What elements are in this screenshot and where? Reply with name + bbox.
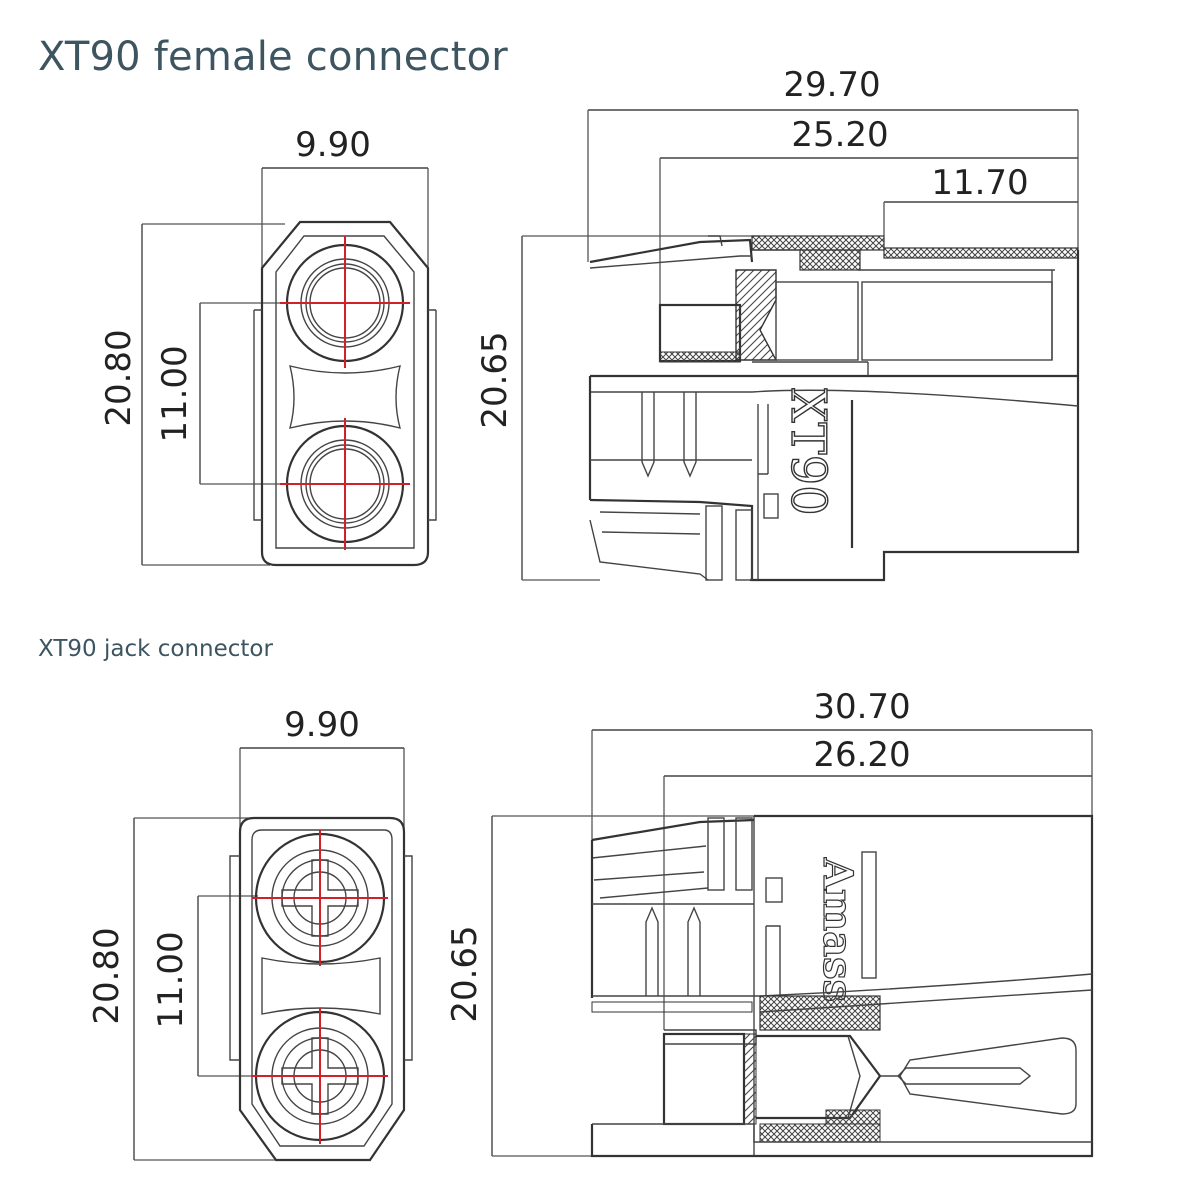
- female-body-marking: XT90: [780, 388, 836, 515]
- jack-top-pin: [252, 830, 388, 966]
- female-side-height-label: 20.65: [475, 331, 515, 428]
- female-front-width-dimension: 9.90: [261, 125, 429, 300]
- female-side-length3-dimension: 11.70: [883, 163, 1078, 236]
- female-front-pitch-dimension: 11.00: [155, 302, 300, 485]
- female-side-total-length-label: 29.70: [783, 65, 880, 105]
- jack-side-total-length-label: 30.70: [813, 687, 910, 727]
- female-section-title: XT90 female connector: [38, 34, 508, 80]
- jack-front-width-label: 9.90: [284, 705, 360, 745]
- jack-side-length2-dimension: 26.20: [663, 735, 1092, 1030]
- female-top-socket: [280, 236, 410, 368]
- female-front-view: 9.90 20.80 11.00: [99, 125, 437, 567]
- female-bottom-socket: [280, 418, 410, 550]
- female-front-height-label: 20.80: [99, 329, 139, 426]
- jack-side-height-label: 20.65: [445, 925, 485, 1022]
- jack-side-height-dimension: 20.65: [445, 815, 760, 1157]
- female-side-height-dimension: 20.65: [475, 235, 760, 581]
- jack-front-pitch-label: 11.00: [151, 931, 191, 1028]
- jack-front-height-label: 20.80: [87, 927, 127, 1024]
- jack-bottom-pin: [252, 1008, 388, 1144]
- jack-body-marking: Amass: [814, 857, 861, 1002]
- jack-side-view: 30.70 26.20 20.65 Amass: [445, 687, 1094, 1158]
- female-side-length3-label: 11.70: [931, 163, 1028, 203]
- jack-front-width-dimension: 9.90: [239, 705, 405, 880]
- jack-front-view: 9.90 20.80 11.00: [87, 705, 413, 1162]
- jack-front-pitch-dimension: 11.00: [151, 895, 258, 1077]
- female-side-total-length-dimension: 29.70: [587, 65, 1079, 262]
- jack-side-total-length-dimension: 30.70: [591, 687, 1093, 840]
- female-side-length2-dimension: 25.20: [659, 115, 1078, 305]
- jack-front-height-dimension: 20.80: [87, 817, 290, 1161]
- jack-section-title: XT90 jack connector: [38, 636, 273, 662]
- female-front-width-label: 9.90: [295, 125, 371, 165]
- female-side-length2-label: 25.20: [791, 115, 888, 155]
- female-side-view: 29.70 25.20 11.70 20.65: [475, 65, 1080, 582]
- female-front-height-dimension: 20.80: [99, 223, 285, 566]
- jack-side-length2-label: 26.20: [813, 735, 910, 775]
- female-front-pitch-label: 11.00: [155, 345, 195, 442]
